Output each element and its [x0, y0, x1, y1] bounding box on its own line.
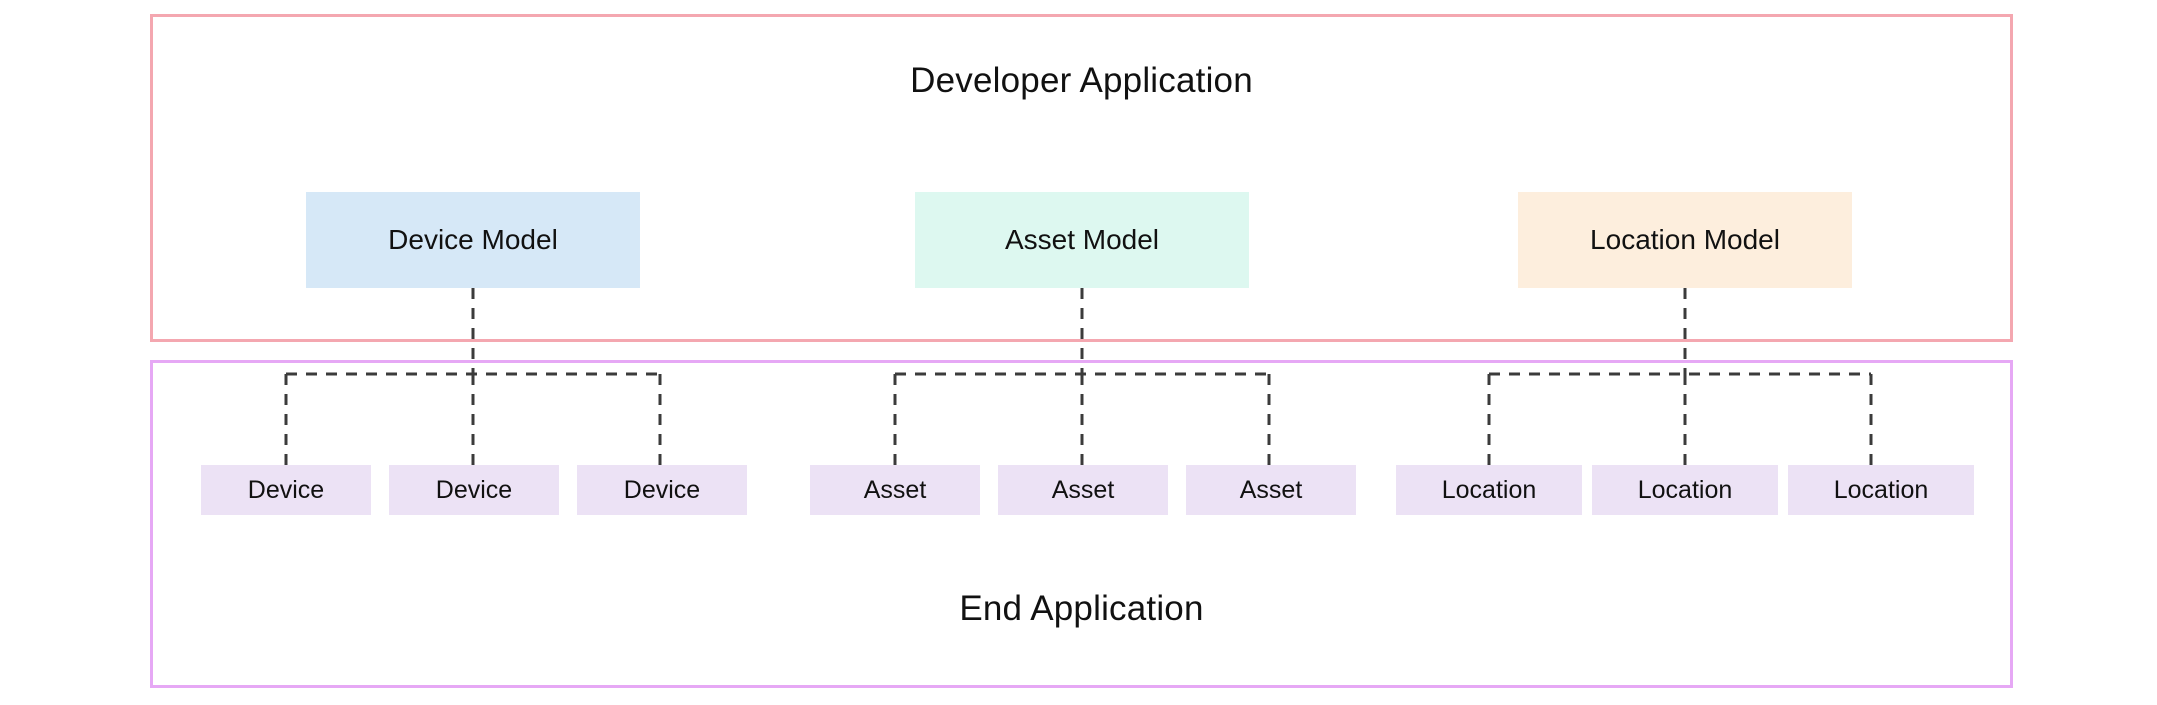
leaf-box-asset-2[interactable]: Asset [998, 465, 1168, 515]
leaf-box-asset-1-label: Asset [863, 475, 927, 504]
model-box-location[interactable]: Location Model [1518, 192, 1852, 288]
leaf-box-device-3[interactable]: Device [577, 465, 747, 515]
leaf-box-location-2-label: Location [1637, 475, 1733, 504]
leaf-box-device-1-label: Device [247, 475, 325, 504]
end-application-container: End Application [150, 360, 2013, 688]
model-box-location-label: Location Model [1590, 224, 1780, 255]
model-box-device[interactable]: Device Model [306, 192, 640, 288]
model-box-asset-label: Asset Model [1004, 224, 1160, 255]
leaf-box-location-1[interactable]: Location [1396, 465, 1582, 515]
leaf-box-asset-1[interactable]: Asset [810, 465, 980, 515]
leaf-box-device-3-label: Device [623, 475, 701, 504]
developer-application-title: Developer Application [910, 61, 1253, 100]
leaf-box-device-2-label: Device [435, 475, 513, 504]
leaf-box-asset-3-label: Asset [1239, 475, 1303, 504]
model-box-asset[interactable]: Asset Model [915, 192, 1249, 288]
leaf-box-location-2[interactable]: Location [1592, 465, 1778, 515]
leaf-box-asset-3[interactable]: Asset [1186, 465, 1356, 515]
leaf-box-location-1-label: Location [1441, 475, 1537, 504]
leaf-box-device-2[interactable]: Device [389, 465, 559, 515]
developer-application-container: Developer Application [150, 14, 2013, 342]
leaf-box-location-3-label: Location [1833, 475, 1929, 504]
leaf-box-asset-2-label: Asset [1051, 475, 1115, 504]
end-application-title: End Application [959, 589, 1204, 628]
leaf-box-location-3[interactable]: Location [1788, 465, 1974, 515]
leaf-box-device-1[interactable]: Device [201, 465, 371, 515]
model-box-device-label: Device Model [388, 224, 558, 255]
